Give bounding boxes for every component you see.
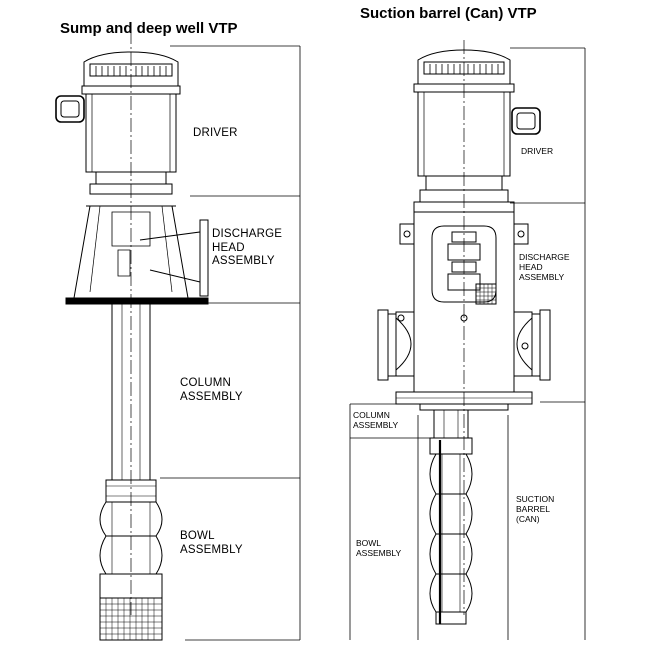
right-section-dividers xyxy=(350,48,585,640)
right-pump-drawing xyxy=(350,40,585,640)
right-label-discharge-head: DISCHARGE HEAD ASSEMBLY xyxy=(519,252,570,283)
left-bowl xyxy=(100,480,162,640)
left-label-discharge-head: DISCHARGE HEAD ASSEMBLY xyxy=(212,228,283,268)
left-pump-drawing xyxy=(56,30,300,640)
left-diagram-title: Sump and deep well VTP xyxy=(60,20,238,37)
left-label-bowl: BOWL ASSEMBLY xyxy=(180,530,243,556)
right-label-driver: DRIVER xyxy=(521,146,554,156)
right-column-bowl xyxy=(420,404,508,624)
left-label-column: COLUMN ASSEMBLY xyxy=(180,377,243,403)
right-label-column: COLUMN ASSEMBLY xyxy=(353,410,399,431)
left-motor xyxy=(56,52,180,194)
left-discharge-head xyxy=(66,206,208,304)
right-motor xyxy=(414,50,540,202)
right-label-bowl: BOWL ASSEMBLY xyxy=(356,538,402,559)
left-section-dividers xyxy=(160,46,300,640)
right-discharge-head xyxy=(378,202,550,404)
right-diagram-title: Suction barrel (Can) VTP xyxy=(360,5,537,22)
left-label-driver: DRIVER xyxy=(193,127,238,139)
right-label-suction-barrel: SUCTION BARREL (CAN) xyxy=(516,494,555,525)
